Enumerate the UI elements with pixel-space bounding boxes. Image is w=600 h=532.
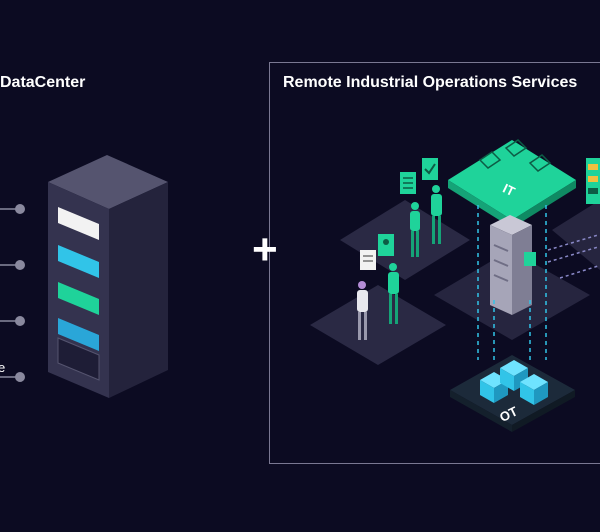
rack-slot (58, 282, 99, 315)
ot-label: OT (497, 404, 520, 425)
cube-cluster-icon (480, 360, 548, 405)
rack-slot (57, 337, 100, 381)
server-rack-icon (48, 155, 168, 398)
datacenter-partial-label: e (0, 360, 6, 375)
connector-dot (15, 316, 25, 326)
link-arrows (547, 234, 599, 279)
data-flow-arrows (477, 205, 547, 360)
document-card-icon (400, 172, 416, 194)
datacenter-title: DataCenter (0, 74, 86, 91)
datacenter-connectors (0, 204, 25, 382)
remote-ops-title: Remote Industrial Operations Services (283, 74, 578, 91)
plus-connector: + (252, 225, 278, 274)
person-icon (431, 185, 442, 244)
connector-dot (15, 204, 25, 214)
platform-tile (552, 200, 600, 270)
user-card-icon (378, 234, 394, 256)
chat-bubble-icon (360, 250, 376, 270)
dashboard-card-icon (586, 158, 600, 204)
remote-ops-illustration: IT (310, 139, 600, 432)
person-icon (410, 202, 420, 257)
rack-slot (58, 318, 99, 351)
person-icon (357, 281, 368, 340)
platform-tile (310, 285, 446, 365)
connector-dot (15, 372, 25, 382)
checkmark-card-icon (422, 158, 438, 180)
status-card-icon (524, 252, 536, 266)
remote-ops-frame (269, 62, 600, 464)
connector-dot (15, 260, 25, 270)
person-icon (388, 263, 399, 324)
rack-slot (58, 245, 99, 278)
rack-slot (58, 207, 99, 240)
laptop-icon (478, 139, 552, 172)
server-tower-icon (490, 215, 532, 315)
